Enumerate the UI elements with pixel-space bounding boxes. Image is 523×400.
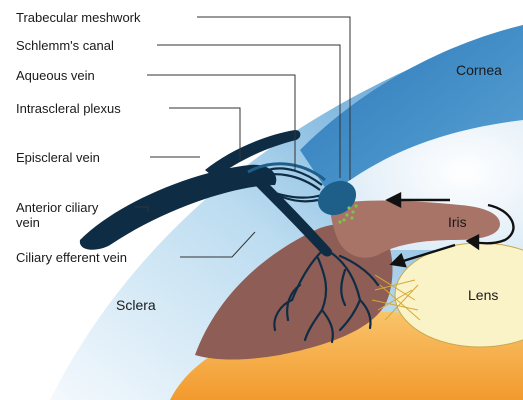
label-intrascleral-plexus: Intrascleral plexus	[16, 101, 121, 116]
label-anterior-ciliary-vein-line1: Anterior ciliary	[16, 200, 98, 215]
label-anterior-ciliary-vein-line2: vein	[16, 215, 40, 230]
label-lens: Lens	[468, 287, 498, 303]
label-schlemms-canal: Schlemm's canal	[16, 38, 114, 53]
label-iris: Iris	[448, 214, 467, 230]
label-ciliary-efferent-vein: Ciliary efferent vein	[16, 250, 127, 265]
label-aqueous-vein: Aqueous vein	[16, 68, 95, 83]
label-cornea: Cornea	[456, 62, 502, 78]
label-episcleral-vein: Episcleral vein	[16, 150, 100, 165]
label-trabecular-meshwork: Trabecular meshwork	[16, 10, 141, 25]
label-sclera: Sclera	[116, 297, 156, 313]
